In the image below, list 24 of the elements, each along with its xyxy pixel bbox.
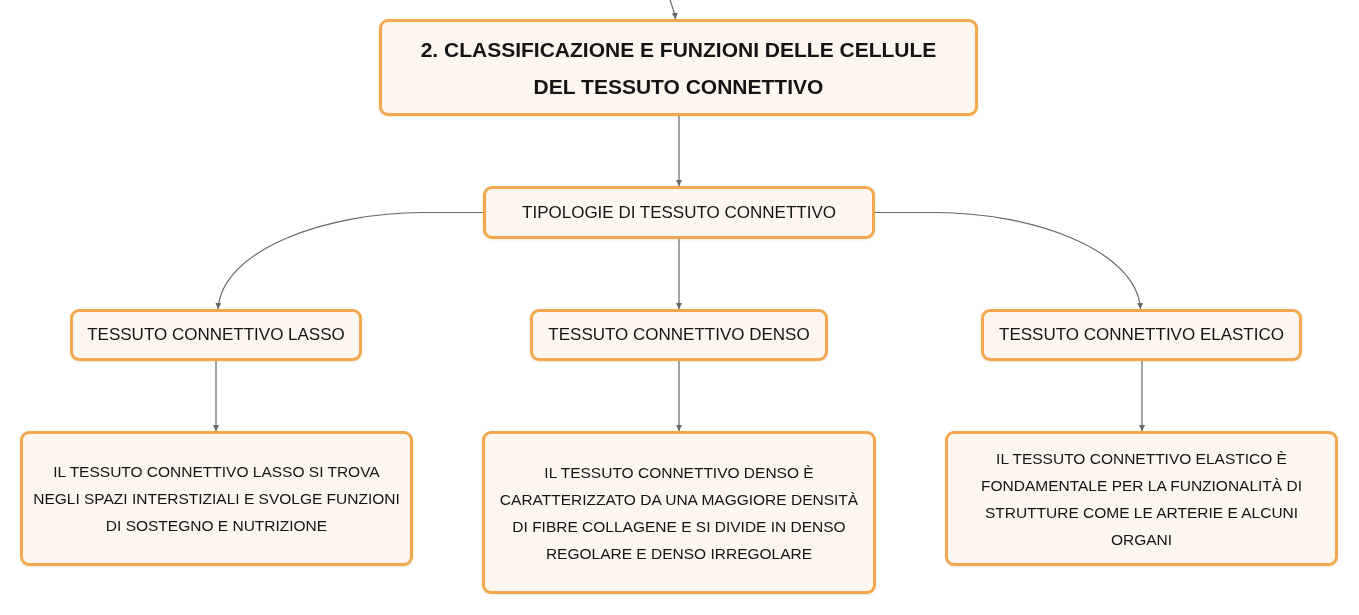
connector-arrow <box>213 360 219 432</box>
connector-arrow <box>676 238 682 310</box>
description-text: IL TESSUTO CONNETTIVO LASSO SI TROVA NEGLI SPAZI INTERSTIZIALI E SVOLGE FUNZIONI DI SOSTEGNO E NUTRIZIONE <box>32 462 401 536</box>
category-box <box>530 309 828 361</box>
category-label: TESSUTO CONNETTIVO DENSO <box>548 324 810 346</box>
description-text: IL TESSUTO CONNETTIVO ELASTICO È FONDAMENTALE PER LA FUNZIONALITÀ DI STRUTTURE COME LE ARTERIE E ALCUNI ORGANI <box>980 448 1303 550</box>
connector-arrow <box>1139 360 1145 432</box>
description-box <box>20 431 413 566</box>
category-label: TESSUTO CONNETTIVO ELASTICO <box>999 324 1284 346</box>
description-box <box>945 431 1338 566</box>
category-label: TESSUTO CONNETTIVO LASSO <box>87 324 345 346</box>
connector-arrow <box>676 115 682 187</box>
category-box <box>70 309 362 361</box>
connector-arrow <box>874 211 1143 310</box>
category-box <box>981 309 1302 361</box>
category-box <box>483 186 875 239</box>
description-box <box>482 431 876 594</box>
title-text: 2. CLASSIFICAZIONE E FUNZIONI DELLE CELLULE DEL TESSUTO CONNETTIVO <box>419 36 938 100</box>
description-text: IL TESSUTO CONNETTIVO DENSO È CARATTERIZZATO DA UNA MAGGIORE DENSITÀ DI FIBRE COLLAGENE E SI DIVIDE IN DENSO REGOLARE E DENSO IRREGOLARE <box>498 462 860 564</box>
connector-arrow <box>668 0 678 20</box>
category-label: TIPOLOGIE DI TESSUTO CONNETTIVO <box>522 201 836 224</box>
connector-arrow <box>676 360 682 432</box>
title-box <box>379 19 978 116</box>
connector-arrow <box>216 211 484 310</box>
